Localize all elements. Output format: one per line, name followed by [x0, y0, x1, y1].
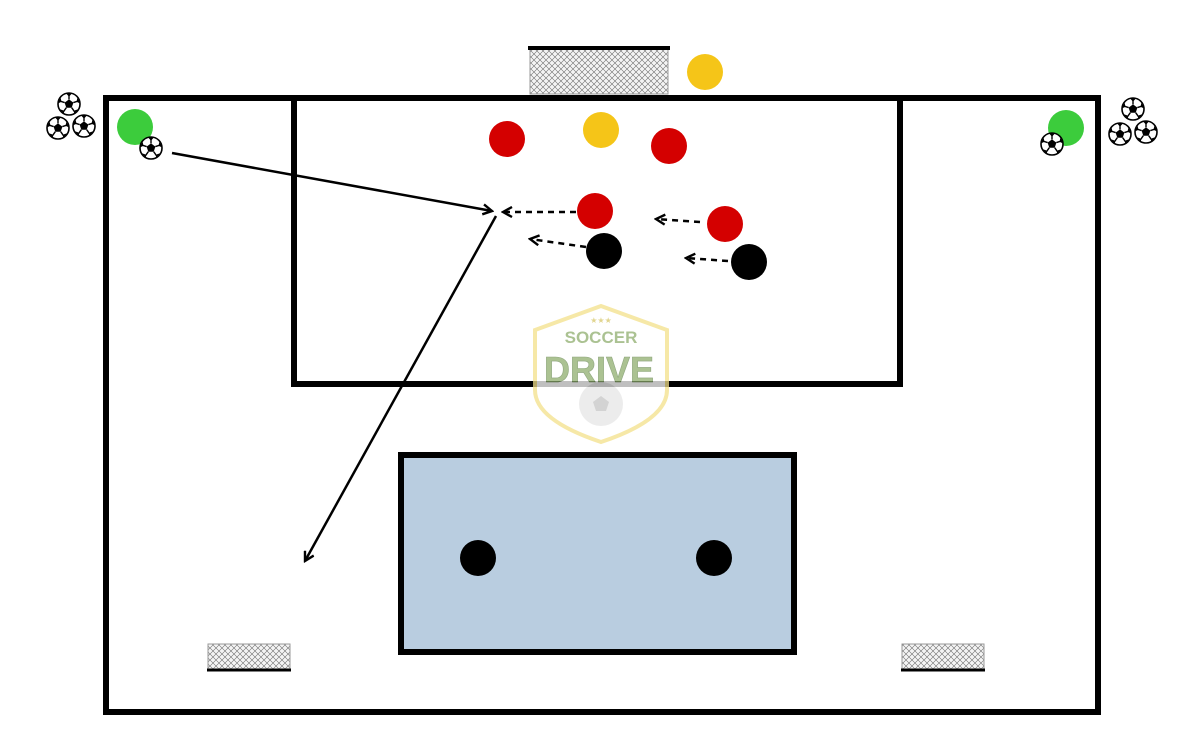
- zone-defender-right: [696, 540, 732, 576]
- ball-icon: [140, 137, 162, 159]
- ball-icon: [73, 115, 95, 137]
- ball-icon: [1041, 133, 1063, 155]
- mini-goal-left: [207, 644, 291, 670]
- mini-goal-right: [901, 644, 985, 670]
- logo-stars: ★★★: [590, 316, 612, 325]
- defender-1: [586, 233, 622, 269]
- central-zone: [401, 455, 794, 652]
- ball-icon: [1109, 123, 1131, 145]
- neutral-player-goal: [687, 54, 723, 90]
- neutral-player-box: [583, 112, 619, 148]
- logo-ball-icon: [579, 382, 623, 426]
- attacker-2: [651, 128, 687, 164]
- zone-defender-left: [460, 540, 496, 576]
- attacker-1: [489, 121, 525, 157]
- soccer-drive-logo: ★★★ SOCCER DRIVE: [535, 306, 667, 442]
- ball-icon: [47, 117, 69, 139]
- ball-icon: [58, 93, 80, 115]
- ball-icon: [1122, 98, 1144, 120]
- defender-2: [731, 244, 767, 280]
- ball-icon: [1135, 121, 1157, 143]
- main-goal: [528, 48, 670, 94]
- attacker-4: [707, 206, 743, 242]
- logo-top-text: SOCCER: [565, 328, 638, 347]
- attacker-3: [577, 193, 613, 229]
